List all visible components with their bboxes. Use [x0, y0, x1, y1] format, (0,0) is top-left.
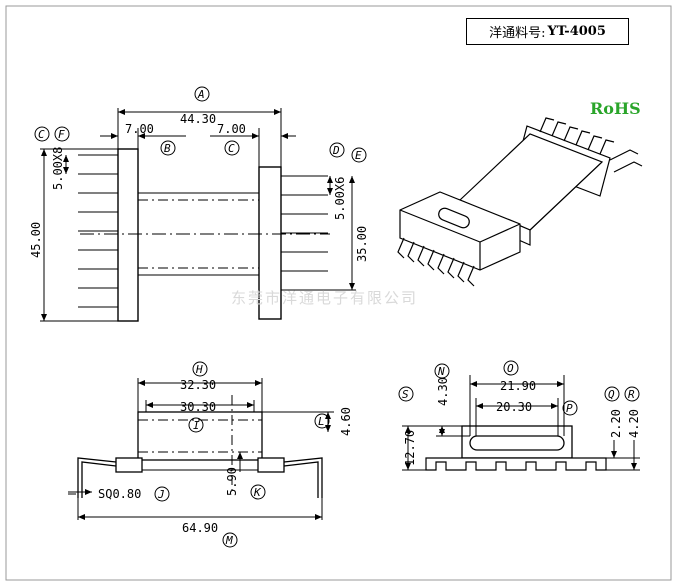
company-watermark: 东莞市洋通电子有限公司 [231, 289, 419, 307]
dim-height: 45.00 [29, 222, 43, 258]
marker-s: S [402, 388, 409, 401]
dim-overall: 64.90 [182, 521, 218, 535]
side-view-markers: H I J K L M [154, 361, 330, 548]
end-view-labels: 21.90 20.30 4.30 12.70 2.20 4.20 [403, 377, 641, 466]
end-view-markers: N O P Q R S [398, 360, 640, 416]
dim-core-height: 5.90 [225, 467, 239, 496]
top-left-pins [78, 154, 118, 308]
dim-slot-height: 4.30 [436, 377, 450, 406]
marker-a: A [197, 88, 205, 101]
marker-p: P [566, 402, 573, 415]
dim-pin-pitch-left: 5.00X8 [51, 147, 65, 190]
part-number-prefix: 洋通料号: [489, 26, 546, 41]
marker-f: F [58, 128, 65, 141]
marker-m: M [225, 534, 233, 547]
end-slot [469, 435, 565, 451]
side-view [68, 378, 334, 520]
dim-flange: 32.30 [180, 378, 216, 392]
top-view-labels: 44.30 7.00 7.00 45.00 5.00X8 5.00X6 35.0… [29, 112, 369, 262]
marker-c-top: C [228, 142, 235, 155]
marker-k: K [253, 486, 262, 499]
dim-inner-height: 35.00 [355, 226, 369, 262]
end-view [402, 375, 640, 471]
marker-q: Q [608, 388, 615, 401]
part-number-value: YT-4005 [547, 24, 606, 39]
marker-j: J [157, 488, 165, 501]
dim-pitch-left: 7.00 [125, 122, 154, 136]
dim-inner: 20.30 [496, 400, 532, 414]
marker-n: N [437, 365, 445, 378]
marker-e: E [355, 149, 362, 162]
side-view-labels: 32.30 30.30 64.90 4.60 5.90 SQ0.80 [98, 378, 353, 535]
top-view [40, 108, 356, 322]
dim-pin-b: 4.20 [627, 409, 641, 438]
rohs-label: RoHS [590, 99, 641, 118]
dim-width: 44.30 [180, 112, 216, 126]
dim-winding: 30.30 [180, 400, 216, 414]
iso-view [397, 117, 643, 287]
marker-b: B [164, 142, 171, 155]
top-right-pins [281, 175, 328, 291]
top-left-flange [117, 148, 139, 322]
marker-d: D [332, 144, 340, 157]
marker-i: I [193, 419, 200, 432]
dim-end-height: 12.70 [403, 430, 417, 466]
marker-r: R [628, 388, 635, 401]
top-view-markers: A B C C F D E [34, 86, 367, 163]
dim-pin-square: SQ0.80 [98, 487, 141, 501]
dim-flange-height: 4.60 [339, 407, 353, 436]
marker-o: O [507, 362, 514, 375]
dim-pin-a: 2.20 [609, 409, 623, 438]
dim-pin-pitch-right: 5.00X6 [333, 177, 347, 220]
dim-pitch-right: 7.00 [217, 122, 246, 136]
marker-c-left: C [38, 128, 45, 141]
marker-l: L [318, 415, 325, 428]
part-number-box: 洋通料号: YT-4005 [466, 18, 629, 45]
dim-outer: 21.90 [500, 379, 536, 393]
marker-h: H [195, 363, 203, 376]
sheet-border [5, 5, 672, 581]
